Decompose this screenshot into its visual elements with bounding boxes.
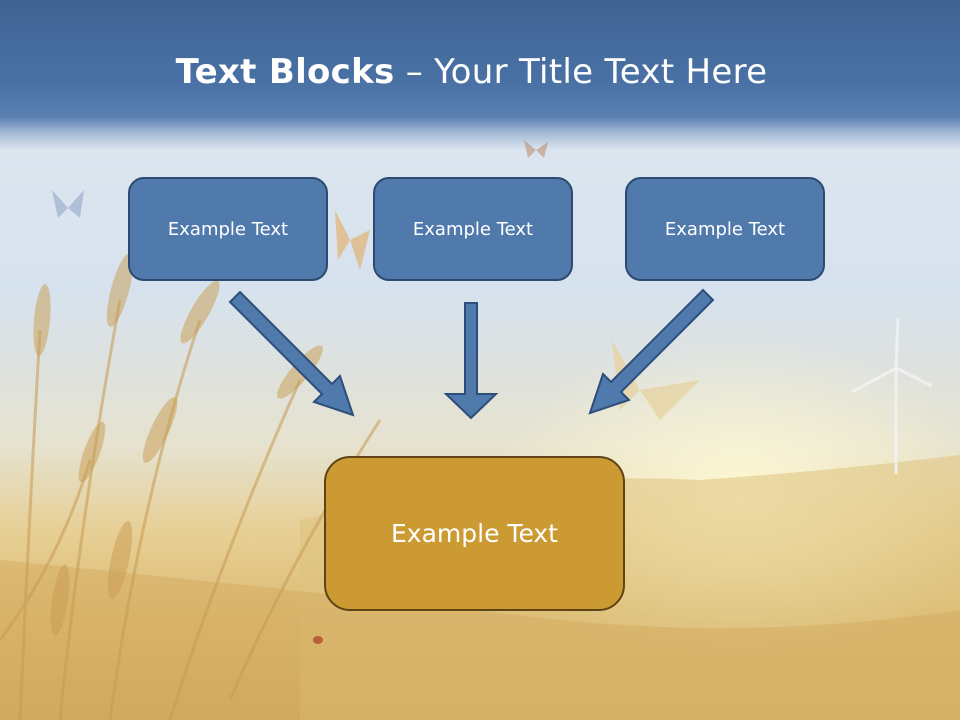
down-left-arrow-icon [588,288,715,415]
text-block-2[interactable]: Example Text [373,177,573,281]
title-band [0,0,960,150]
target-text-block[interactable]: Example Text [324,456,625,611]
title-separator: – [394,52,435,92]
text-block-3-label: Example Text [664,218,786,240]
down-right-arrow-icon [228,290,355,417]
text-block-3[interactable]: Example Text [625,177,825,281]
slide-title: Text Blocks – Your Title Text Here [0,52,943,92]
target-text-block-label: Example Text [391,519,558,548]
text-block-1[interactable]: Example Text [128,177,328,281]
down-arrow-icon [443,302,499,420]
text-block-1-label: Example Text [167,218,289,240]
text-block-2-label: Example Text [412,218,534,240]
title-bold-text: Text Blocks [175,52,395,92]
title-rest-text: Your Title Text Here [434,52,768,92]
